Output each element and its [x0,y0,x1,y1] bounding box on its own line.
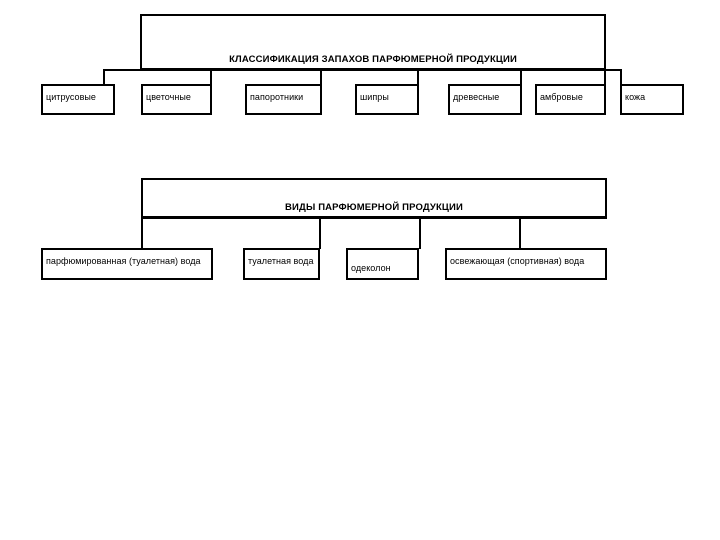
product-label-eau-de-parfum: парфюмированная (туалетная) вода [46,256,201,266]
scent-box-chypre[interactable]: шипры [355,84,419,115]
bottom-connector-drop-2 [319,217,321,249]
scent-label-fern: папоротники [250,92,304,102]
top-root-box[interactable]: КЛАССИФИКАЦИЯ ЗАПАХОВ ПАРФЮМЕРНОЙ ПРОДУК… [140,14,606,70]
scent-box-floral[interactable]: цветочные [141,84,212,115]
bottom-connector-drop-3 [419,217,421,249]
product-box-eau-de-toilette[interactable]: туалетная вода [243,248,320,280]
top-connector-drop-2 [210,69,212,85]
product-box-eau-de-parfum[interactable]: парфюмированная (туалетная) вода [41,248,213,280]
bottom-root-label: ВИДЫ ПАРФЮМЕРНОЙ ПРОДУКЦИИ [285,201,463,213]
scent-box-amber[interactable]: амбровые [535,84,606,115]
top-connector-drop-1 [103,69,105,85]
scent-label-citrus: цитрусовые [46,92,96,102]
product-box-sport-water[interactable]: освежающая (спортивная) вода [445,248,607,280]
scent-label-leather: кожа [625,92,646,102]
top-connector-drop-4 [417,69,419,85]
product-label-eau-de-toilette: туалетная вода [248,256,314,266]
top-connector-drop-3 [320,69,322,85]
bottom-connector-bus [141,217,607,219]
scent-label-amber: амбровые [540,92,583,102]
scent-label-floral: цветочные [146,92,191,102]
bottom-root-box[interactable]: ВИДЫ ПАРФЮМЕРНОЙ ПРОДУКЦИИ [141,178,607,218]
top-connector-drop-5 [520,69,522,85]
top-connector-bus [103,69,622,71]
bottom-connector-drop-4 [519,217,521,249]
scent-box-woody[interactable]: древесные [448,84,522,115]
scent-box-fern[interactable]: папоротники [245,84,322,115]
top-root-label: КЛАССИФИКАЦИЯ ЗАПАХОВ ПАРФЮМЕРНОЙ ПРОДУК… [229,53,517,65]
bottom-connector-drop-1 [141,217,143,249]
top-connector-drop-6 [604,69,606,85]
product-box-cologne[interactable]: одеколон [346,248,419,280]
top-connector-drop-7 [620,69,622,85]
scent-box-leather[interactable]: кожа [620,84,684,115]
scent-label-chypre: шипры [360,92,389,102]
product-label-cologne: одеколон [351,263,391,273]
scent-label-woody: древесные [453,92,500,102]
product-label-sport-water: освежающая (спортивная) вода [450,256,585,266]
scent-box-citrus[interactable]: цитрусовые [41,84,115,115]
